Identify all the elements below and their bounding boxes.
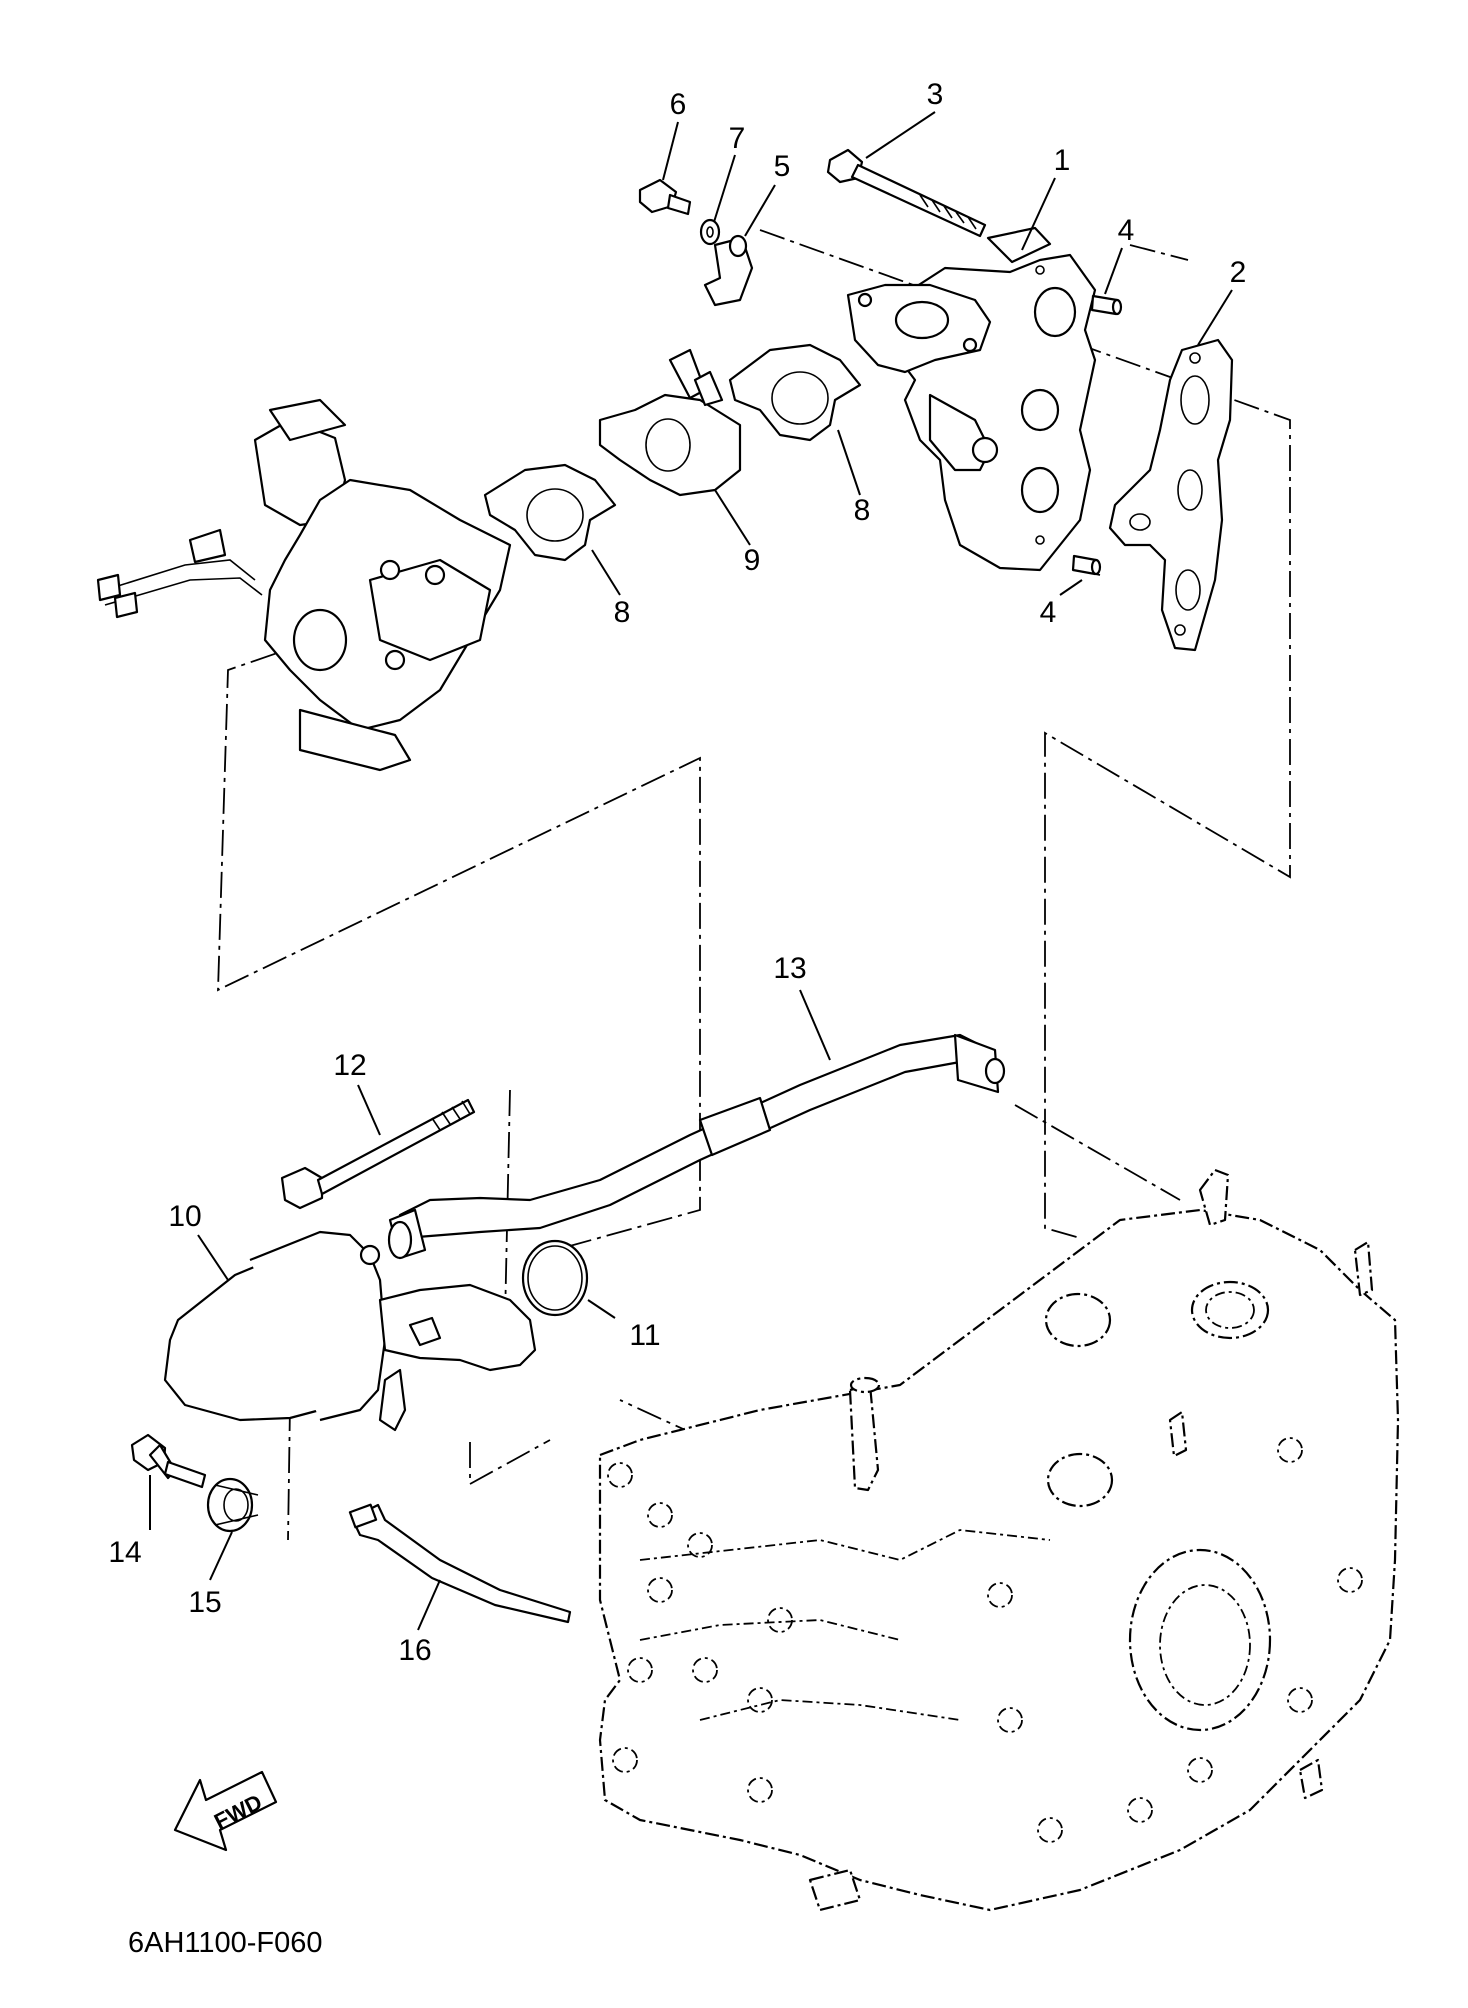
dowel-pins [1071,294,1123,576]
callout-2: 2 [1230,256,1247,289]
washer [699,218,721,246]
intake-manifold [846,226,1097,572]
drawing-code: 6AH1100-F060 [128,1927,323,1959]
carburetor-joint [598,348,742,497]
callout-13: 13 [773,952,806,985]
carburetor-gaskets [483,343,862,562]
intake-silencer [163,1230,537,1432]
small-bolt [638,178,692,216]
callout-10: 10 [168,1200,201,1233]
callout-16: 16 [398,1634,431,1667]
callout-7: 7 [729,122,746,155]
callout-4-lower: 4 [1040,596,1057,629]
carburetor [96,398,512,772]
callout-4-upper: 4 [1118,214,1135,247]
silencer-bolt [280,1098,476,1210]
callout-1: 1 [1054,144,1071,177]
callout-14: 14 [108,1536,141,1569]
callout-5: 5 [774,150,791,183]
callout-3: 3 [927,78,944,111]
mounting-bolt [130,1433,207,1489]
engine-block [598,1168,1400,1912]
callout-8-upper: 8 [854,494,871,527]
callout-6: 6 [670,88,687,121]
callout-11: 11 [629,1319,660,1352]
long-bolt [826,148,987,238]
callout-8-lower: 8 [614,596,631,629]
leader-lines [149,111,1233,1631]
callout-12: 12 [333,1049,366,1082]
callout-9: 9 [744,544,761,577]
hose-clamp [703,234,754,307]
manifold-gasket [1108,338,1234,652]
breather-hose [387,1033,1006,1260]
callouts: 1 2 3 4 4 5 6 7 8 8 9 10 11 12 13 14 15 … [108,78,1246,1667]
o-ring [521,1239,589,1317]
fwd-arrow-icon: FWD [173,1770,278,1852]
callout-15: 15 [188,1586,221,1619]
cable-tie [348,1503,572,1624]
grommet [206,1477,259,1533]
